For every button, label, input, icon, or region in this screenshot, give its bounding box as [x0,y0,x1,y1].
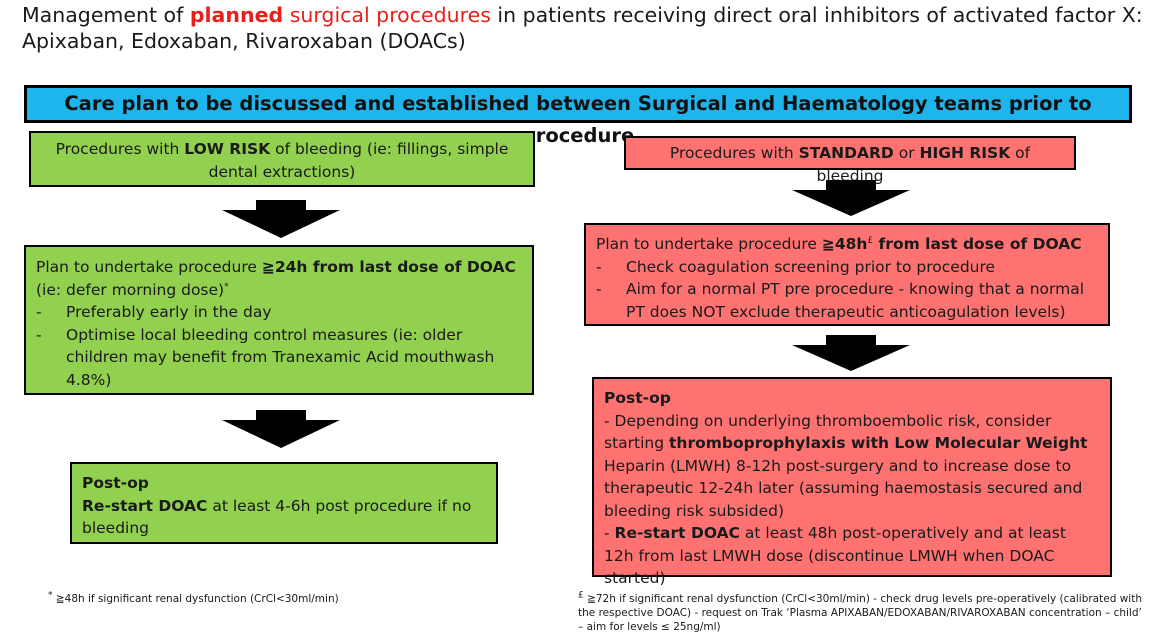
low-postop-rest: at least 4-6h post procedure if no bleed… [82,496,472,538]
high-postop-p1-text: - Depending on underlying thromboembolic… [604,411,1052,453]
high-postop-restart: - Re-start DOAC at least 48h post-operat… [604,522,1100,590]
down-arrow-icon [222,410,340,448]
footnote-left: * ≧48h if significant renal dysfunction … [48,590,388,606]
high-postop-p1-bold: thromboprophylaxis with Low Molecular We… [669,434,1088,452]
down-arrow-icon [792,180,910,216]
high-risk-plan-box: Plan to undertake procedure ≧48h£ from l… [584,223,1110,326]
title-surgical: surgical procedures [289,3,491,27]
page-title: Management of planned surgical procedure… [22,2,1152,54]
standard-risk-label: STANDARD [798,144,894,162]
high-risk-plan-heading: Plan to undertake procedure ≧48h£ from l… [596,233,1098,256]
list-item: Check coagulation screening prior to pro… [596,256,1098,279]
footnote-right-mark: £ [578,590,584,601]
high-risk-header-or: or [893,144,920,162]
high-risk-postop-box: Post-op - Depending on underlying thromb… [592,377,1112,587]
low-risk-header-rest: of bleeding (ie: fillings, simple dental… [208,140,509,181]
high-postop-p2-bold: Re-start DOAC [614,524,740,542]
high-risk-plan-list: Check coagulation screening prior to pro… [596,256,1098,324]
high-postop-thromboprophylaxis: - Depending on underlying thromboembolic… [604,410,1100,523]
high-risk-label: HIGH RISK [919,144,1011,162]
low-risk-header-box: Procedures with LOW RISK of bleeding (ie… [29,131,535,187]
low-plan-timing: ≧24h from last dose of DOAC [261,258,516,276]
title-text-rest: in patients receiving direct oral inhibi… [490,3,1143,27]
low-plan-footnote-mark: * [224,281,229,292]
low-risk-postop-box: Post-op Re-start DOAC at least 4-6h post… [70,462,498,544]
down-arrow-icon [222,200,340,238]
footnote-right: £ ≧72h if significant renal dysfunction … [578,590,1148,634]
low-risk-plan-heading: Plan to undertake procedure ≧24h from la… [36,256,522,279]
high-postop-p2-rest: at least 48h post-operatively and at lea… [604,524,1066,587]
low-postop-title: Post-op [82,474,149,492]
footnote-left-mark: * [48,590,53,601]
list-item: Preferably early in the day [36,301,522,324]
low-plan-text: Plan to undertake procedure [36,258,262,276]
title-planned: planned [189,3,284,27]
footnote-left-text: ≧48h if significant renal dysfunction (C… [52,593,339,605]
low-risk-label: LOW RISK [184,140,271,158]
footnote-right-text: ≧72h if significant renal dysfunction (C… [578,593,1142,633]
low-postop-restart: Re-start DOAC [82,496,208,515]
low-postop-text: Re-start DOAC at least 4-6h post procedu… [82,495,486,540]
low-plan-defer-text: (ie: defer morning dose) [36,280,225,299]
down-arrow-icon [792,335,910,371]
care-plan-banner: Care plan to be discussed and establishe… [24,85,1132,147]
list-item: Optimise local bleeding control measures… [36,324,522,392]
high-postop-title: Post-op [604,389,671,407]
high-postop-p2-dash: - [604,524,615,542]
list-item: Aim for a normal PT pre procedure - know… [596,278,1098,323]
low-risk-plan-box: Plan to undertake procedure ≧24h from la… [24,245,534,395]
high-plan-text: Plan to undertake procedure [596,235,822,253]
high-plan-timing: ≧48h [821,235,868,253]
high-plan-timing-rest: from last dose of DOAC [873,235,1082,253]
high-plan-footnote-mark: £ [867,235,874,246]
title-line2: Apixaban, Edoxaban, Rivaroxaban (DOACs) [22,29,466,53]
low-risk-header-text: Procedures with [55,140,185,158]
low-risk-plan-list: Preferably early in the day Optimise loc… [36,301,522,391]
title-text: Management of [22,3,190,27]
low-risk-plan-defer: (ie: defer morning dose)* [36,279,522,302]
high-postop-p1-rest: Heparin (LMWH) 8-12h post-surgery and to… [604,456,1083,520]
high-risk-header-text: Procedures with [669,144,799,162]
high-risk-header-box: Procedures with STANDARD or HIGH RISK of… [624,136,1076,185]
